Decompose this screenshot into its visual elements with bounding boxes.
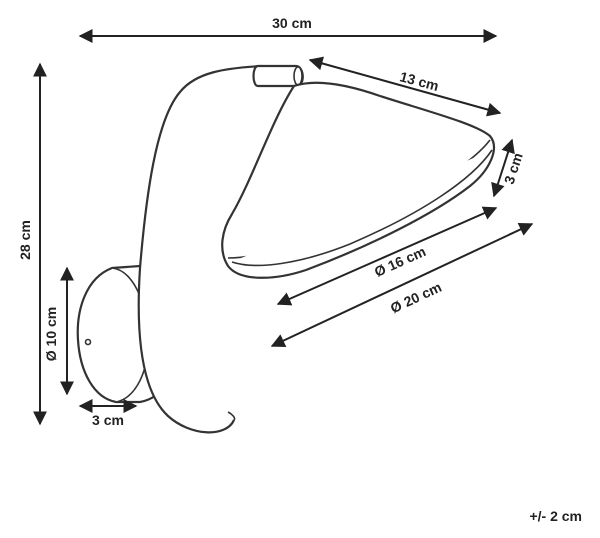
width-top-label: 30 cm <box>272 15 312 31</box>
shade-height-label: 3 cm <box>501 151 526 186</box>
shade-outer-diameter-label: Ø 20 cm <box>388 279 444 317</box>
shade-outer-diameter-arrow <box>270 223 534 347</box>
dimension-lines <box>33 29 534 426</box>
shade-inner-diameter-label: Ø 16 cm <box>372 243 428 280</box>
base-diameter-label: Ø 10 cm <box>43 307 59 361</box>
base-depth-label: 3 cm <box>92 412 124 428</box>
total-height-label: 28 cm <box>17 220 33 260</box>
shade-length-arrow <box>308 56 502 117</box>
lamp-shade <box>221 81 495 279</box>
tolerance-label: +/- 2 cm <box>529 508 582 524</box>
lamp-arm <box>137 64 304 434</box>
lamp-illustration <box>76 64 495 434</box>
shade-height-arrow <box>491 138 515 198</box>
